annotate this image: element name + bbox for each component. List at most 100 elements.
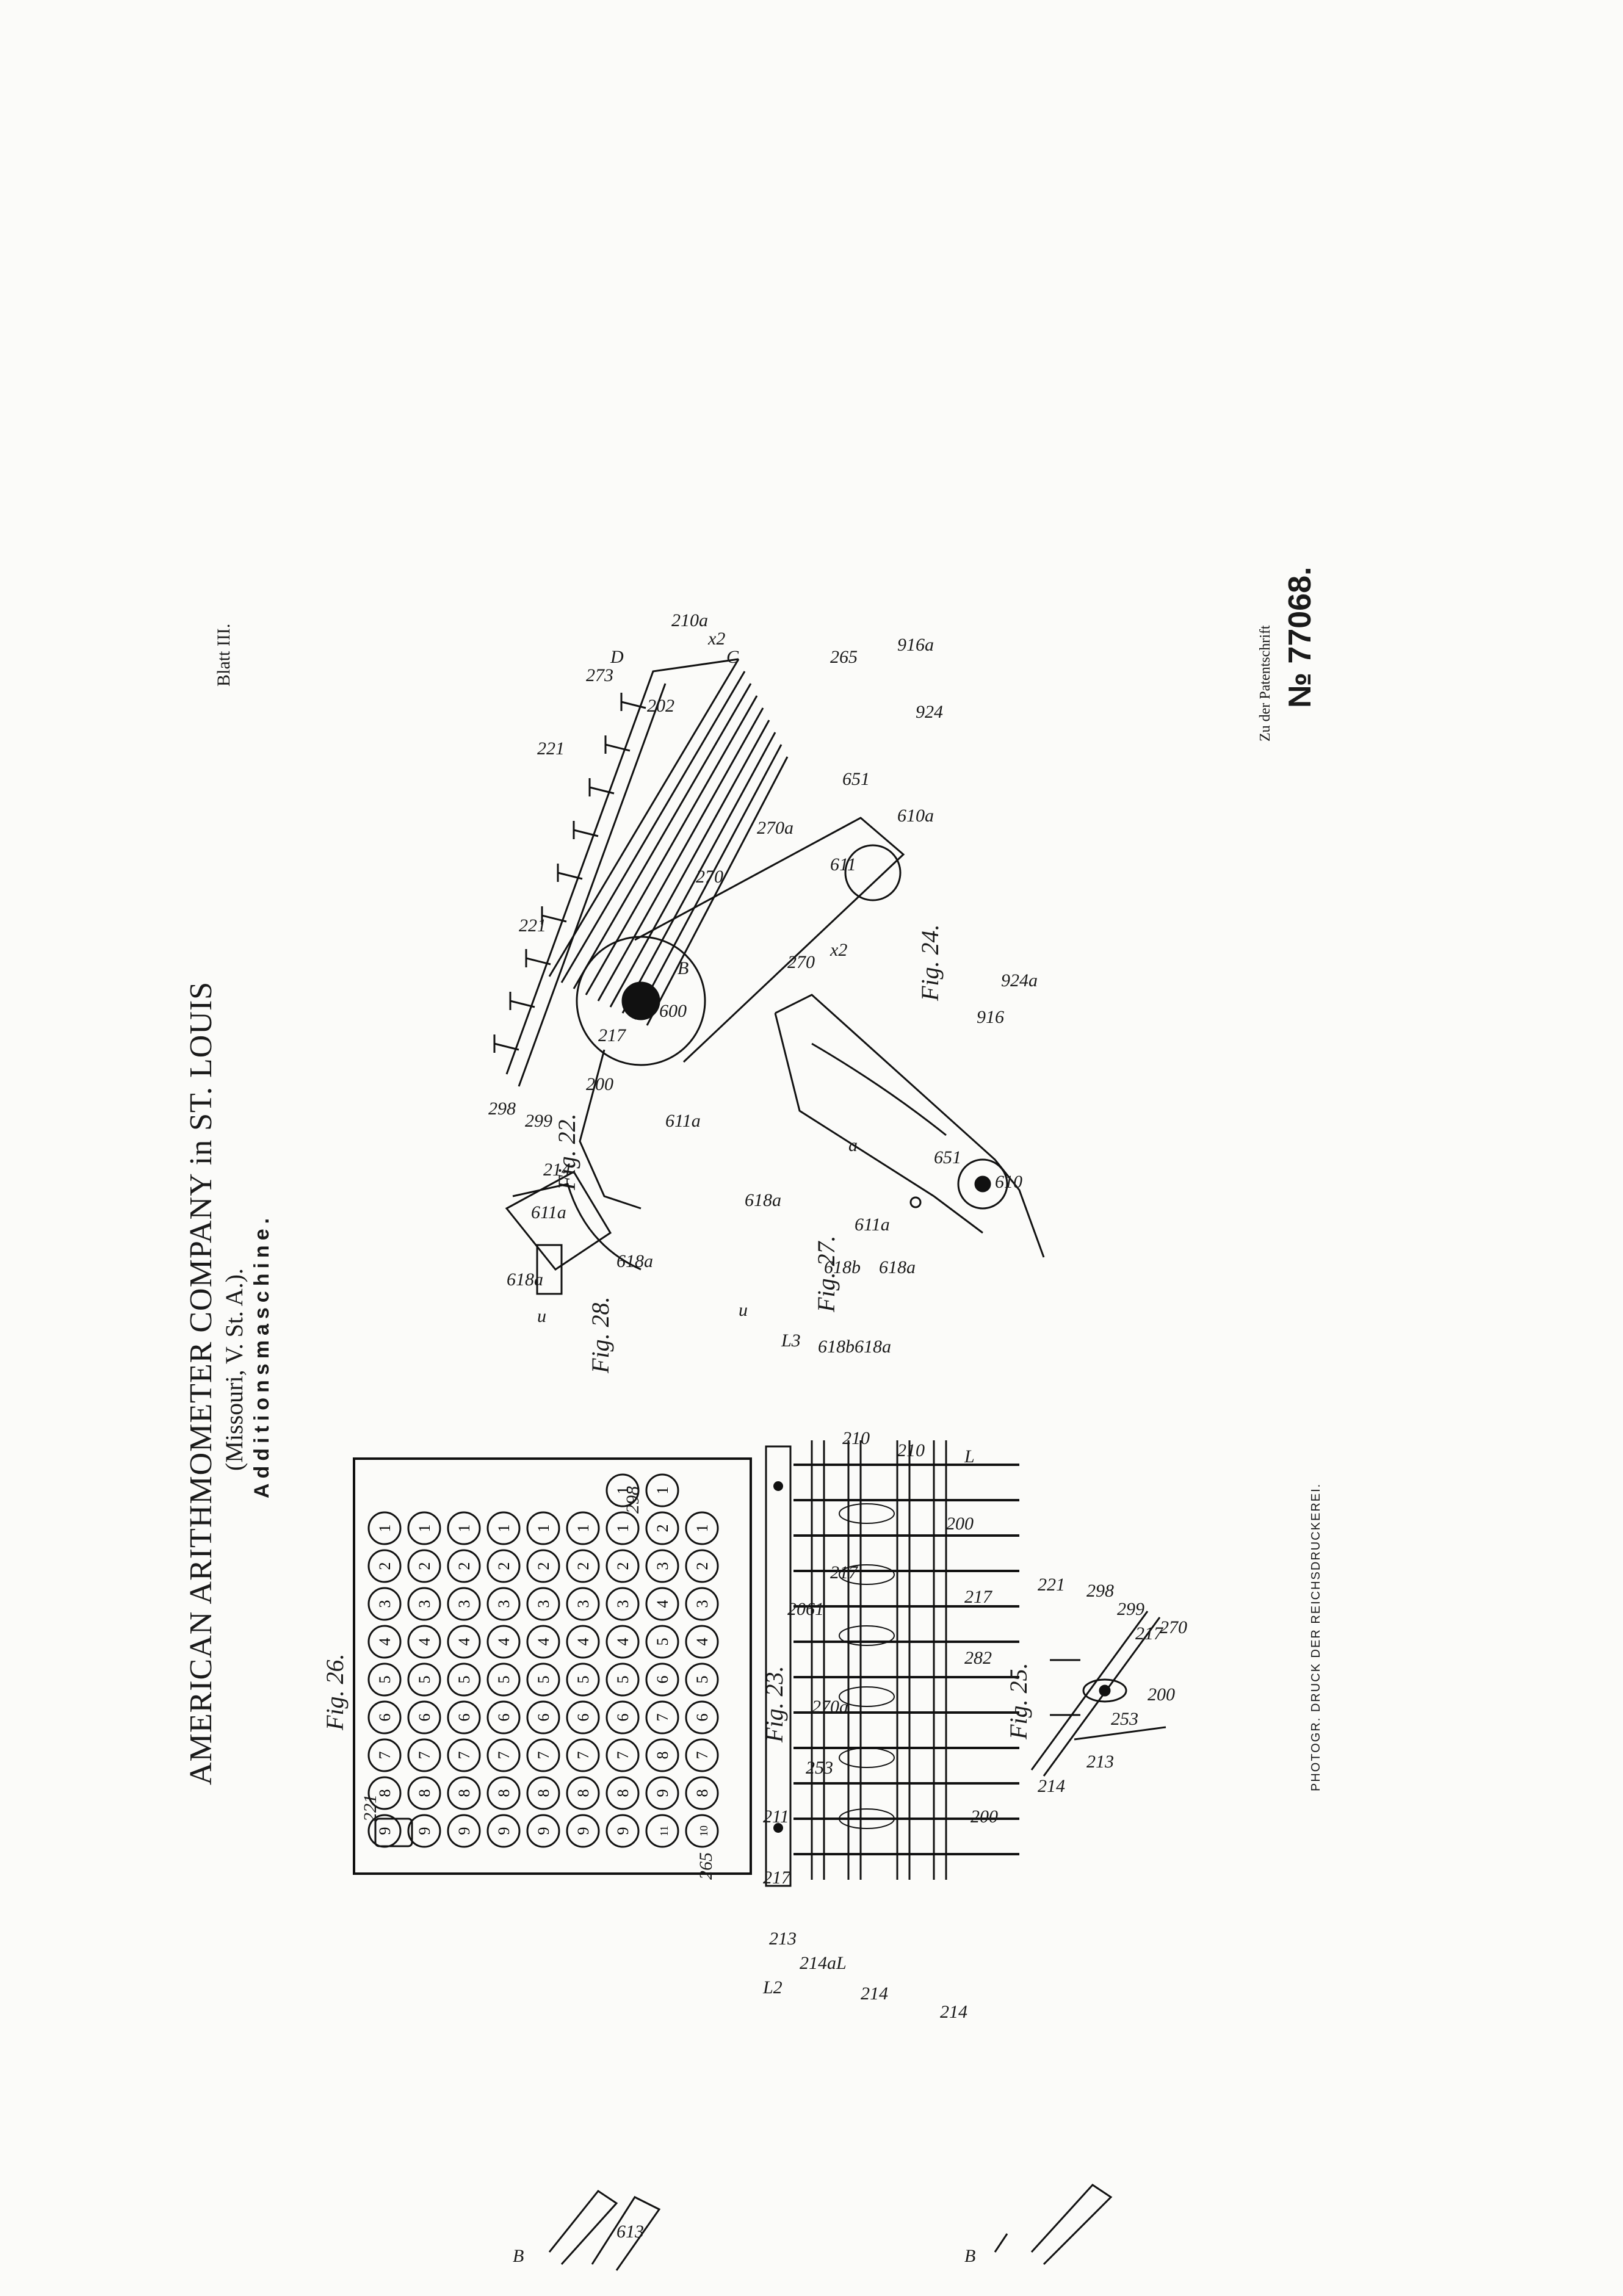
- fig26-key: [645, 1549, 679, 1583]
- fig26-key: [486, 1700, 521, 1735]
- fig23-label-L: L: [836, 1953, 847, 1973]
- fig26-key-digit: 7: [693, 1752, 711, 1760]
- fig22-label-x2: x2: [708, 629, 726, 649]
- fig26-key: [447, 1814, 481, 1848]
- fig23-label-211: 211: [763, 1807, 789, 1827]
- fig26-key: [685, 1549, 719, 1583]
- fig25-label-298: 298: [1086, 1581, 1114, 1601]
- fig26-key: [566, 1700, 600, 1735]
- edge-label-B2: B: [964, 2246, 976, 2266]
- fig23-label-217b: 217: [964, 1587, 992, 1607]
- fig26-key: [407, 1662, 441, 1697]
- fig26-key: [526, 1738, 560, 1772]
- fig26-key: [605, 1738, 640, 1772]
- fig26-key-digit: 8: [693, 1789, 711, 1797]
- fig26-key: [645, 1700, 679, 1735]
- fig26-key: [486, 1776, 521, 1810]
- fig26-key: [407, 1738, 441, 1772]
- fig22-label-924: 924: [916, 702, 943, 722]
- fig26-key: [605, 1776, 640, 1810]
- fig23-label-200b: 200: [971, 1807, 998, 1827]
- fig26-key-digit: 2: [574, 1562, 592, 1570]
- fig26-key-digit: 5: [614, 1676, 632, 1684]
- fig22-label-B: B: [678, 958, 689, 978]
- fig26-key-digit: 1: [693, 1525, 711, 1532]
- fig26-key-digit: 8: [376, 1789, 394, 1797]
- fig26-key-digit: 1: [455, 1525, 473, 1532]
- fig26-key-digit: 9: [416, 1827, 433, 1835]
- fig23-label-214: 214: [861, 1984, 888, 2004]
- fig26-key: [685, 1738, 719, 1772]
- fig22-key-stem: [541, 906, 567, 925]
- fig22-label-298: 298: [488, 1099, 516, 1119]
- fig26-label-265: 265: [696, 1852, 716, 1880]
- fig22-label-D: D: [610, 647, 624, 667]
- fig28-label-611a: 611a: [531, 1202, 566, 1222]
- fig22-key-stem: [588, 778, 615, 796]
- edge-label-B: B: [513, 2246, 524, 2266]
- fig22-label-221: 221: [519, 915, 546, 936]
- fig26-key-digit: 7: [416, 1752, 433, 1760]
- fig23-label-214b: 214: [940, 2002, 967, 2022]
- fig26-key: [645, 1473, 679, 1507]
- fig26-key-digit: 9: [455, 1827, 473, 1835]
- fig26-key: [486, 1814, 521, 1848]
- fig22-key-stem: [620, 693, 646, 711]
- fig26-key-digit: 1: [614, 1487, 632, 1495]
- fig26-key: [486, 1662, 521, 1697]
- fig26-key: [566, 1814, 600, 1848]
- fig26-key: [407, 1776, 441, 1810]
- fig22-label-270a: 270a: [757, 818, 793, 838]
- fig22-key-stem: [557, 864, 583, 882]
- fig22-key-stem: [509, 992, 535, 1010]
- fig26-key: [486, 1625, 521, 1659]
- fig24-label-651: 651: [934, 1147, 961, 1168]
- fig25-label-213: 213: [1086, 1752, 1114, 1772]
- fig26-key-digit: 5: [376, 1676, 394, 1684]
- fig25-label-217: 217: [1135, 1623, 1163, 1644]
- fig26-key: [605, 1662, 640, 1697]
- fig26-key: [566, 1625, 600, 1659]
- fig26-key-digit: 7: [495, 1752, 513, 1760]
- fig26-key: [526, 1549, 560, 1583]
- fig22-label-221b: 221: [537, 738, 565, 759]
- fig26-key: [486, 1738, 521, 1772]
- fig22-key-stem: [493, 1034, 519, 1053]
- fig26-key: [367, 1738, 402, 1772]
- fig26-key: [605, 1473, 640, 1507]
- fig26-key: [526, 1625, 560, 1659]
- fig26-key: [685, 1776, 719, 1810]
- fig28-label-618a: 618a: [507, 1269, 543, 1290]
- fig26-key-digit: 3: [535, 1600, 552, 1608]
- fig26-key-digit: 2: [455, 1562, 473, 1570]
- sheet-number: Blatt III.: [214, 623, 234, 687]
- fig24-label-270: 270: [787, 952, 815, 972]
- fig26-key-digit: 5: [416, 1676, 433, 1684]
- fig22-drawing: [493, 658, 905, 1271]
- fig26-key-digit: 3: [455, 1600, 473, 1608]
- fig26-key: [566, 1776, 600, 1810]
- fig26-key: [526, 1511, 560, 1545]
- company-name: AMERICAN ARITHMOMETER COMPANY in ST. LOU…: [184, 981, 219, 1785]
- fig26-key: [685, 1511, 719, 1545]
- fig23-label-210: 210: [842, 1428, 870, 1448]
- fig22-label-916a: 916a: [897, 635, 934, 655]
- fig26-key-digit: 5: [693, 1676, 711, 1684]
- fig26-key-digit: 6: [416, 1714, 433, 1722]
- fig26-key: [526, 1662, 560, 1697]
- fig25-label-221: 221: [1038, 1575, 1065, 1595]
- fig26-key-digit: 4: [376, 1638, 394, 1646]
- fig26-key: [407, 1814, 441, 1848]
- fig28-drawing: [512, 1183, 642, 1295]
- fig26-key: [566, 1511, 600, 1545]
- fig22-label-651: 651: [842, 769, 870, 789]
- fig24-label-a: a: [848, 1135, 858, 1155]
- fig22-label-600: 600: [659, 1001, 687, 1021]
- fig26-key-grid: 9876543219876543219876543219876543219876…: [367, 1473, 719, 1848]
- fig26-key-digit: 8: [535, 1789, 552, 1797]
- fig26-key-digit: 11: [658, 1825, 670, 1836]
- fig26-label-221: 221: [360, 1794, 380, 1822]
- fig26-key-digit: 7: [535, 1752, 552, 1760]
- fig22-label-270: 270: [696, 867, 723, 887]
- fig26-key-digit: 2: [416, 1562, 433, 1570]
